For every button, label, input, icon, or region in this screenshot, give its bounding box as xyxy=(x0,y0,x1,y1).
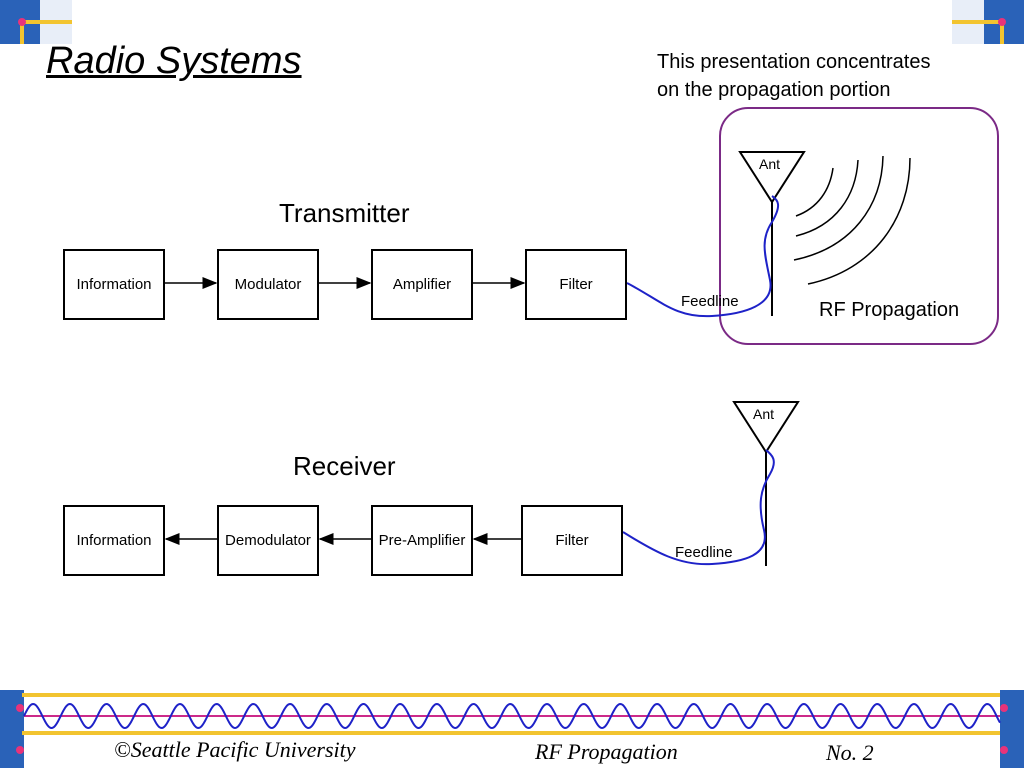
note-line-1: This presentation concentrates xyxy=(657,51,931,73)
propagation-highlight xyxy=(719,107,999,345)
note-line-2: on the propagation portion xyxy=(657,79,891,101)
corner-decoration-top-right xyxy=(952,0,1024,44)
corner-decoration-bottom-right xyxy=(1000,690,1024,768)
wave-arc-1 xyxy=(795,167,834,217)
rx-feedline xyxy=(622,449,775,566)
wave-arc-3 xyxy=(793,155,884,261)
tx-block-information: Information xyxy=(63,249,165,320)
corner-decoration-top-left xyxy=(0,0,72,44)
rx-feedline-label: Feedline xyxy=(675,544,733,561)
footer-band-bottom xyxy=(22,731,1000,735)
footer-band-top xyxy=(22,693,1000,697)
slide-note: This presentation concentrates on the pr… xyxy=(657,48,997,104)
rx-block-demodulator: Demodulator xyxy=(217,505,319,576)
rx-block-preamplifier: Pre-Amplifier xyxy=(371,505,473,576)
footer-sine-wave xyxy=(23,702,1001,730)
rx-block-filter: Filter xyxy=(521,505,623,576)
footer-title: RF Propagation xyxy=(535,739,678,764)
wave-arc-4 xyxy=(807,157,911,285)
transmitter-heading: Transmitter xyxy=(279,198,410,228)
rx-block-information: Information xyxy=(63,505,165,576)
footer-copyright: ©Seattle Pacific University xyxy=(114,737,356,762)
wave-arc-2 xyxy=(795,159,859,237)
tx-block-modulator: Modulator xyxy=(217,249,319,320)
rx-antenna-icon xyxy=(732,401,800,454)
corner-decoration-bottom-left xyxy=(0,690,24,768)
rf-propagation-label: RF Propagation xyxy=(819,299,960,321)
slide-title: Radio Systems xyxy=(46,40,302,82)
footer-page-number: No. 2 xyxy=(826,740,874,765)
tx-feedline xyxy=(626,195,779,318)
tx-antenna-label: Ant xyxy=(759,156,781,172)
tx-block-amplifier: Amplifier xyxy=(371,249,473,320)
receiver-heading: Receiver xyxy=(293,451,396,481)
rx-antenna-label: Ant xyxy=(753,406,775,422)
tx-block-filter: Filter xyxy=(525,249,627,320)
tx-antenna-icon xyxy=(738,151,806,204)
tx-feedline-label: Feedline xyxy=(681,293,739,310)
